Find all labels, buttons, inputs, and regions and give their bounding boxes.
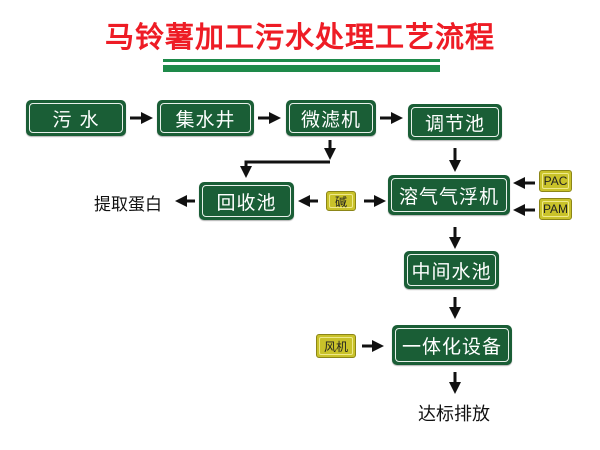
node-wastewater: 污 水 — [26, 100, 126, 136]
node-microfilter: 微滤机 — [286, 100, 376, 136]
node-intermediate-tank-label: 中间水池 — [407, 254, 496, 286]
chemical-pam-label: PAM — [542, 201, 569, 217]
node-microfilter-label: 微滤机 — [289, 103, 373, 133]
node-intermediate-tank: 中间水池 — [404, 251, 499, 289]
node-collection-well: 集水井 — [157, 100, 254, 136]
chemical-pac: PAC — [539, 170, 572, 192]
chemical-alkali: 碱 — [326, 191, 356, 211]
chemical-pac-label: PAC — [542, 173, 569, 189]
node-wastewater-label: 污 水 — [29, 103, 123, 133]
node-equalization-tank: 调节池 — [408, 104, 502, 140]
output-discharge: 达标排放 — [418, 404, 490, 425]
title-rule-thin — [163, 59, 440, 62]
node-daf: 溶气气浮机 — [388, 175, 510, 215]
output-protein: 提取蛋白 — [94, 195, 162, 215]
diagram-title: 马铃薯加工污水处理工艺流程 — [104, 20, 495, 54]
node-collection-well-label: 集水井 — [160, 103, 251, 133]
chemical-blower: 风机 — [316, 334, 356, 358]
node-daf-label: 溶气气浮机 — [391, 178, 507, 212]
arrow-microfilter-to-recovery — [240, 160, 330, 178]
title-rule-thick — [163, 65, 440, 72]
node-recovery-tank: 回收池 — [199, 182, 294, 220]
chemical-pam: PAM — [539, 198, 572, 220]
node-integrated-unit-label: 一体化设备 — [395, 328, 509, 362]
node-recovery-tank-label: 回收池 — [202, 185, 291, 217]
node-equalization-tank-label: 调节池 — [411, 107, 499, 137]
chemical-blower-label: 风机 — [319, 337, 353, 355]
chemical-alkali-label: 碱 — [329, 194, 353, 209]
node-integrated-unit: 一体化设备 — [392, 325, 512, 365]
